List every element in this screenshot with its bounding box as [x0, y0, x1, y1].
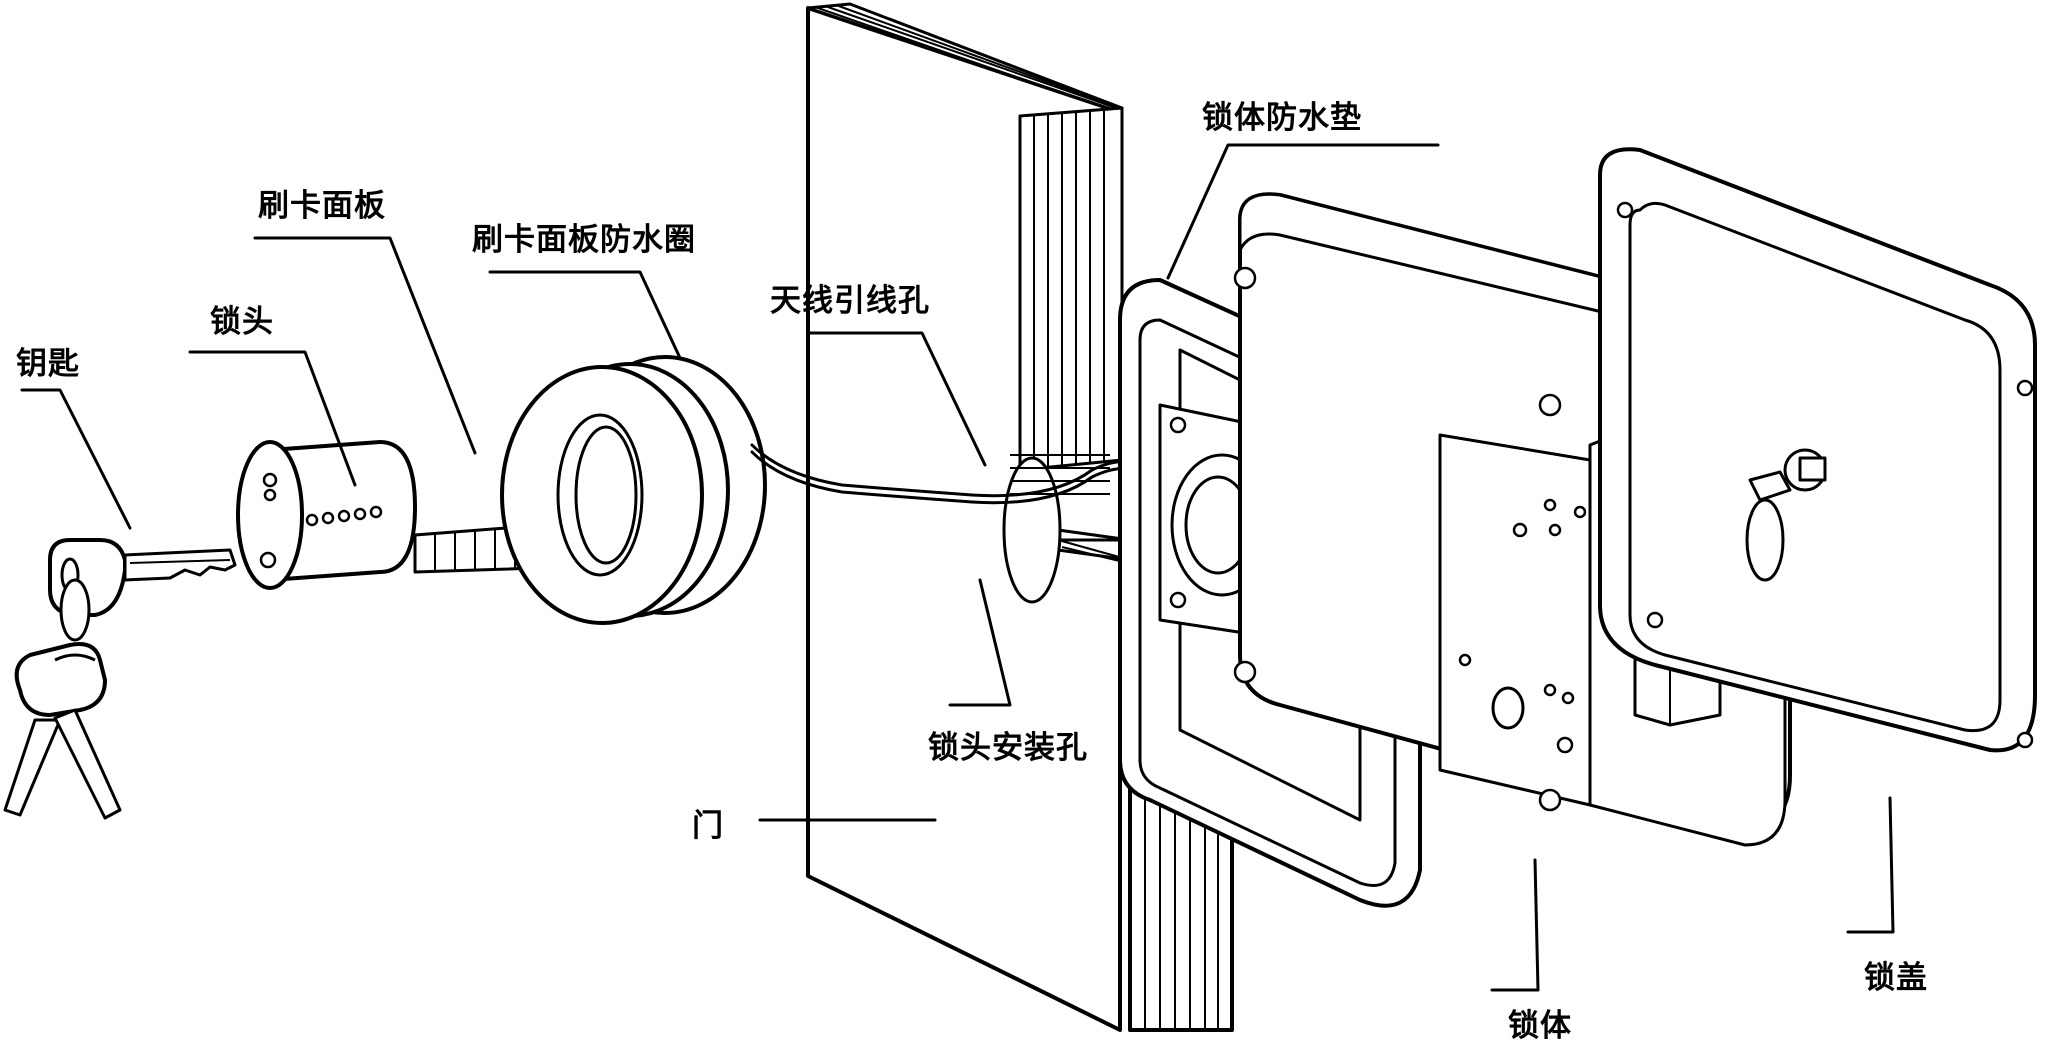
- lock-cover-drawing: [1598, 147, 2037, 753]
- leader-lines: [20, 143, 1895, 992]
- label-card-panel: 刷卡面板: [258, 188, 386, 224]
- label-door: 门: [692, 808, 724, 844]
- label-antenna-hole: 天线引线孔: [770, 283, 930, 319]
- card-panel-drawing: [500, 355, 767, 625]
- label-lock-cylinder: 锁头: [210, 304, 274, 340]
- label-lock-body-gasket: 锁体防水垫: [1202, 100, 1362, 136]
- label-cylinder-mount-hole: 锁头安装孔: [928, 730, 1088, 766]
- label-key: 钥匙: [16, 346, 80, 382]
- label-lock-body: 锁体: [1508, 1008, 1572, 1044]
- label-card-panel-seal: 刷卡面板防水圈: [472, 222, 696, 258]
- label-lock-cover: 锁盖: [1864, 960, 1928, 996]
- key-drawing: [3, 538, 237, 820]
